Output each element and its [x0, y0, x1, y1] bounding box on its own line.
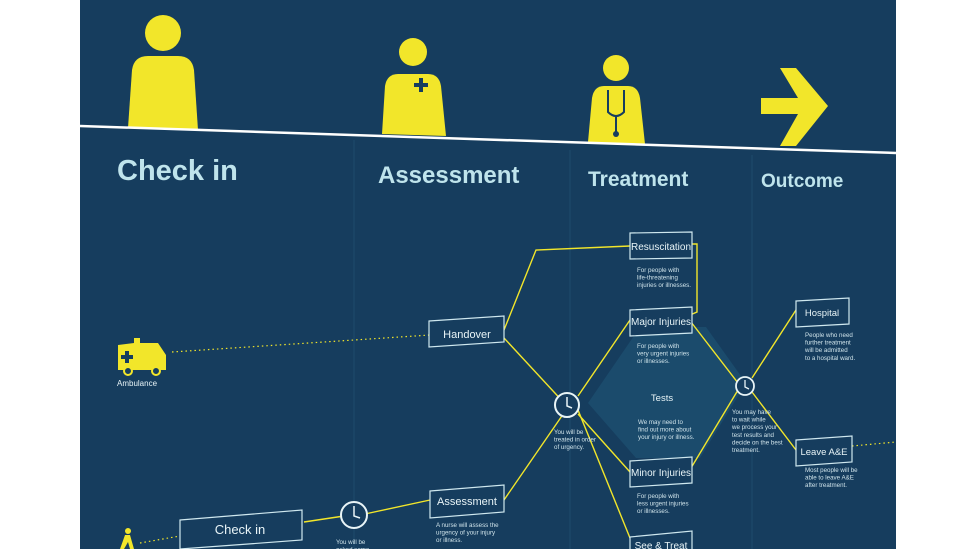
description-line: treated in order — [554, 437, 596, 444]
description-line: For people with — [637, 493, 680, 500]
description-line: urgency of your injury — [436, 530, 496, 537]
description-line: treatment. — [732, 447, 760, 454]
ambulance-icon — [118, 338, 166, 376]
ambulance-label: Ambulance — [117, 379, 158, 388]
node-assessment: Assessment — [429, 484, 505, 519]
clock-icon — [340, 501, 368, 529]
description-line: life-threatening — [637, 275, 678, 282]
description-line: You may have — [732, 409, 772, 416]
node-hospital: Hospital — [795, 297, 850, 328]
svg-text:Assessment: Assessment — [437, 496, 497, 508]
description-line: We may need to — [638, 419, 683, 426]
description-line: further treatment — [805, 340, 851, 347]
description-line: able to leave A&E — [805, 475, 854, 482]
node-check-in: Check in — [179, 509, 303, 549]
description-line: or illnesses. — [637, 508, 670, 515]
svg-text:Major Injuries: Major Injuries — [631, 317, 691, 328]
description-line: your injury or illness. — [638, 434, 695, 441]
person-icon — [128, 15, 198, 130]
description-line: we process your — [731, 424, 777, 431]
node-see-treat: See & Treat — [629, 530, 693, 549]
node-major-injuries: Major Injuries — [629, 306, 693, 337]
description-line: injuries or illnesses. — [637, 282, 691, 289]
description-line: test results and — [732, 432, 775, 439]
node-tests: Tests — [651, 393, 673, 404]
node-leave-ae: Leave A&E — [795, 435, 853, 467]
clock-icon — [554, 392, 580, 418]
walking-person-icon — [120, 528, 134, 549]
svg-text:Handover: Handover — [443, 329, 491, 341]
description-line: People who need — [805, 332, 853, 339]
doctor-icon — [588, 55, 645, 144]
svg-text:Minor Injuries: Minor Injuries — [631, 468, 691, 479]
arrow-right-icon — [761, 68, 828, 146]
svg-text:Hospital: Hospital — [805, 308, 839, 319]
description-line: You will be — [554, 429, 584, 436]
clock-icon — [735, 376, 755, 396]
description-line: find out more about — [638, 427, 692, 434]
ae-journey-diagram: Check in Assessment Treatment Outcome Am… — [80, 0, 896, 549]
stage-check-in: Check in — [117, 155, 238, 187]
ambulance-path — [171, 334, 431, 353]
description-line: Most people will be — [805, 467, 858, 474]
description-line: A nurse will assess the — [436, 522, 499, 529]
flow-lines — [303, 243, 896, 539]
description-line: to wait while — [732, 417, 766, 424]
tests-area — [588, 327, 746, 458]
svg-text:Leave A&E: Leave A&E — [800, 447, 847, 458]
description-line: very urgent injuries — [637, 351, 689, 358]
description-line: For people with — [637, 343, 680, 350]
description-line: less urgent injuries — [637, 501, 689, 508]
description-line: For people with — [637, 267, 680, 274]
node-minor-injuries: Minor Injuries — [629, 456, 693, 488]
description-line: of urgency. — [554, 444, 584, 451]
stage-treatment: Treatment — [588, 168, 688, 191]
nurse-icon — [382, 38, 446, 136]
desc-clock-checkin: You will beasked some... — [336, 539, 375, 549]
description-line: asked some... — [336, 547, 375, 549]
description-line: or illness. — [436, 537, 462, 544]
walk-in-path — [139, 535, 181, 544]
node-handover: Handover — [428, 315, 505, 348]
stage-assessment: Assessment — [378, 162, 519, 189]
header-divider — [80, 124, 896, 155]
svg-text:Check in: Check in — [215, 522, 266, 537]
svg-text:See & Treat: See & Treat — [635, 541, 688, 549]
description-line: to a hospital ward. — [805, 355, 855, 362]
description-line: or illnesses. — [637, 358, 670, 365]
description-line: will be admitted — [804, 347, 848, 354]
node-resuscitation: Resuscitation — [629, 231, 693, 260]
description-line: decide on the best — [732, 439, 783, 446]
svg-text:Resuscitation: Resuscitation — [631, 242, 691, 253]
description-line: after treatment. — [805, 482, 847, 489]
stage-outcome: Outcome — [761, 171, 843, 192]
description-line: You will be — [336, 539, 366, 546]
